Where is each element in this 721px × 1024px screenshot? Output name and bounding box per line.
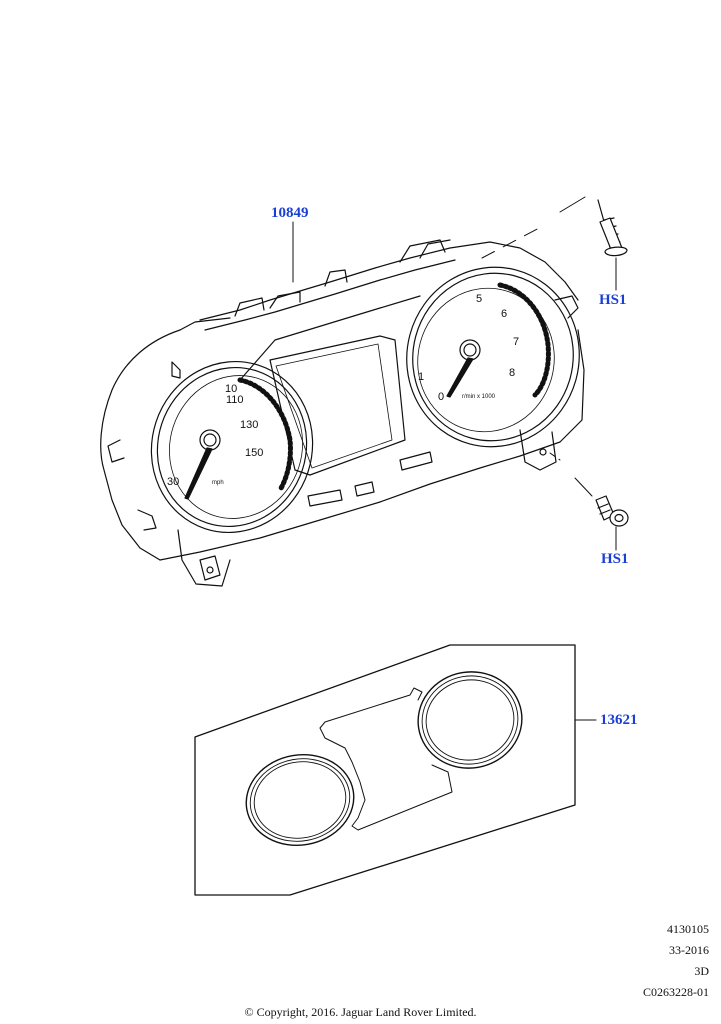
bezel-trim-part bbox=[194, 644, 597, 896]
upper-screw-part bbox=[481, 196, 628, 291]
tacho-number-6: 6 bbox=[501, 308, 507, 320]
callout-bezel-13621[interactable]: 13621 bbox=[600, 712, 638, 728]
diagram-code: 4130105 bbox=[667, 922, 709, 936]
speedo-number-10: 10 bbox=[225, 383, 237, 395]
tacho-number-7: 7 bbox=[513, 336, 519, 348]
tacho-number-5: 5 bbox=[476, 293, 482, 305]
lower-screw-part bbox=[549, 452, 629, 551]
speedo-number-30: 30 bbox=[167, 476, 179, 488]
tacho-number-8: 8 bbox=[509, 367, 515, 379]
tacho-number-0: 0 bbox=[438, 391, 444, 403]
speedo-number-150: 150 bbox=[245, 447, 263, 459]
diagram-view: 3D bbox=[694, 964, 709, 978]
tacho-number-1: 1 bbox=[418, 371, 424, 383]
callout-screw-hs1-lower[interactable]: HS1 bbox=[601, 551, 629, 567]
instrument-cluster-housing bbox=[100, 239, 585, 587]
tachometer-dial: 5 6 7 8 1 0 r/min x 1000 bbox=[406, 266, 580, 448]
speedo-number-130: 130 bbox=[240, 419, 258, 431]
callout-cluster-10849[interactable]: 10849 bbox=[271, 205, 309, 221]
speedo-unit-label: mph bbox=[212, 480, 224, 486]
speedo-number-110: 110 bbox=[226, 394, 244, 406]
diagram-reference: C0263228-01 bbox=[643, 985, 709, 999]
speedometer-dial: 10 110 130 150 30 mph bbox=[150, 360, 314, 534]
tacho-unit-label: r/min x 1000 bbox=[462, 394, 496, 400]
copyright-notice: © Copyright, 2016. Jaguar Land Rover Lim… bbox=[244, 1005, 477, 1019]
diagram-date: 33-2016 bbox=[669, 943, 709, 957]
callout-screw-hs1-upper[interactable]: HS1 bbox=[599, 292, 627, 308]
